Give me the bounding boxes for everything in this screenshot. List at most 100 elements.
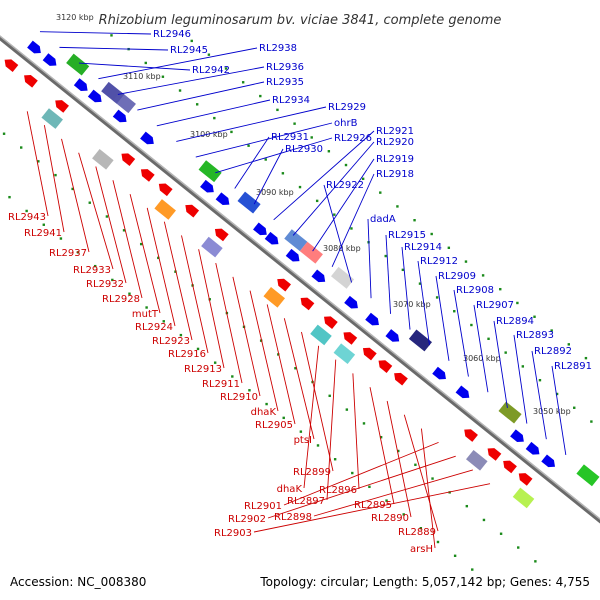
tick-mark	[230, 130, 233, 134]
tick-mark	[213, 116, 216, 120]
reverse-gene-arrow	[378, 360, 393, 373]
leader-line	[112, 180, 143, 299]
leader-line	[403, 414, 439, 532]
reverse-gene-label: mutT	[132, 309, 159, 320]
reverse-gene-label: RL2923	[152, 336, 190, 347]
leader-line	[435, 275, 450, 361]
reverse-gene-label: RL2937	[49, 248, 87, 259]
leader-line	[292, 141, 375, 236]
tick-mark	[310, 136, 313, 139]
leader-line	[232, 276, 261, 397]
feature-box	[66, 53, 90, 76]
tick-mark	[213, 361, 217, 364]
reverse-gene-arrow	[518, 473, 533, 486]
tick-mark	[327, 150, 331, 153]
tick-mark	[111, 278, 114, 282]
forward-gene-label: RL2914	[404, 242, 442, 253]
reverse-gene-label: RL2890	[371, 513, 409, 524]
forward-gene-label: RL2909	[438, 271, 476, 282]
forward-gene-label: RL2894	[496, 316, 534, 327]
leader-line	[283, 441, 439, 506]
leader-line	[312, 158, 375, 252]
tick-mark	[584, 356, 588, 360]
leader-line	[367, 218, 372, 299]
reverse-gene-label: RL2941	[24, 228, 62, 239]
tick-mark	[470, 323, 473, 327]
forward-gene-arrow	[344, 295, 358, 309]
forward-gene-label: RL2920	[376, 137, 414, 148]
forward-gene-arrow	[87, 89, 102, 103]
tick-mark	[419, 527, 423, 530]
forward-gene-label: RL2915	[388, 230, 426, 241]
reverse-gene-label: RL2913	[184, 364, 222, 375]
tick-mark	[259, 339, 263, 342]
tick-mark	[293, 122, 296, 125]
tick-mark	[362, 422, 366, 425]
tick-mark	[504, 351, 507, 354]
tick-mark	[93, 264, 97, 268]
tick-mark	[8, 195, 11, 199]
forward-gene-arrow	[541, 454, 556, 468]
tick-mark	[224, 67, 228, 70]
reverse-gene-label: RL2898	[274, 512, 312, 523]
reverse-gene-label: RL2911	[202, 379, 240, 390]
forward-gene-label: RL2921	[376, 126, 414, 137]
tick-mark	[54, 173, 57, 177]
leader-line	[253, 483, 491, 533]
reverse-gene-label: ptsI	[294, 435, 312, 446]
kbp-label: 3060 kbp	[463, 354, 501, 363]
forward-gene-label: RL2907	[476, 300, 514, 311]
leader-line	[78, 152, 114, 270]
tick-mark	[241, 81, 245, 84]
reverse-gene-label: RL2932	[86, 279, 124, 290]
tick-mark	[316, 444, 320, 447]
tick-mark	[179, 333, 183, 337]
forward-gene-arrow	[140, 131, 154, 145]
tick-mark	[333, 458, 337, 461]
leader-line	[267, 455, 456, 519]
forward-gene-label: RL2946	[153, 29, 191, 40]
feature-box	[198, 160, 222, 183]
tick-mark	[436, 540, 440, 544]
tick-mark	[350, 227, 353, 230]
leader-line	[352, 373, 360, 490]
tick-mark	[430, 232, 433, 236]
tick-mark	[281, 172, 285, 175]
reverse-gene-label: RL2897	[287, 496, 325, 507]
tick-mark	[195, 103, 199, 106]
tick-mark	[538, 378, 542, 382]
leader-line	[283, 318, 315, 440]
leader-line	[301, 331, 334, 472]
leader-line	[453, 289, 469, 377]
leader-line	[513, 334, 528, 424]
reverse-gene-label: RL2928	[102, 294, 140, 305]
forward-gene-arrow	[264, 231, 279, 245]
reverse-gene-label: dhaK	[277, 484, 303, 495]
reverse-gene-label: RL2901	[244, 501, 282, 512]
tick-mark	[42, 223, 45, 226]
tick-mark	[385, 499, 388, 502]
forward-gene-arrow	[253, 222, 267, 236]
tick-mark	[294, 367, 297, 370]
reverse-gene-arrow	[4, 59, 19, 72]
tick-mark	[276, 108, 279, 112]
forward-gene-arrow	[365, 312, 379, 326]
tick-mark	[328, 394, 331, 398]
tick-mark	[282, 416, 285, 420]
forward-gene-arrow	[285, 248, 300, 262]
reverse-gene-labels: RL2943RL2941RL2937RL2933RL2932RL2928mutT…	[8, 212, 436, 555]
reverse-gene-label: RL2903	[214, 528, 252, 539]
leader-line	[323, 184, 353, 283]
tick-mark	[128, 292, 131, 295]
tick-mark	[465, 504, 469, 508]
feature-box	[154, 199, 176, 220]
tick-mark	[344, 163, 348, 167]
tick-mark	[379, 435, 383, 439]
reverse-gene-arrow	[140, 169, 155, 182]
leader-line	[117, 66, 265, 95]
forward-gene-arrow	[385, 329, 400, 342]
leader-line	[386, 400, 412, 518]
leader-line	[273, 130, 375, 221]
leader-line	[78, 62, 191, 71]
tick-mark	[178, 89, 182, 92]
